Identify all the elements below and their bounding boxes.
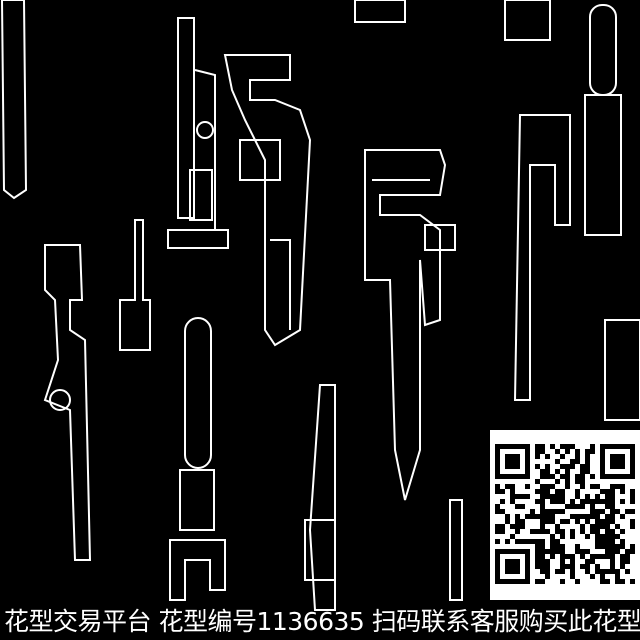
wrench-drawing [304,384,336,611]
wrench-drawing [223,54,312,347]
wrench-drawing [119,219,151,351]
wrench-drawing [449,319,640,601]
wrench-drawing [169,317,226,601]
wrench-drawing [513,4,622,401]
wrench-drawing [0,0,28,200]
wrench-drawing [354,0,551,41]
wrench-drawing [43,244,92,561]
watermark-text: 花型交易平台 花型编号1136635 扫码联系客服购买此花型 [4,607,640,636]
wrench-drawing [167,17,229,249]
qr-code-icon[interactable] [490,430,640,600]
wrench-drawing [364,149,456,501]
